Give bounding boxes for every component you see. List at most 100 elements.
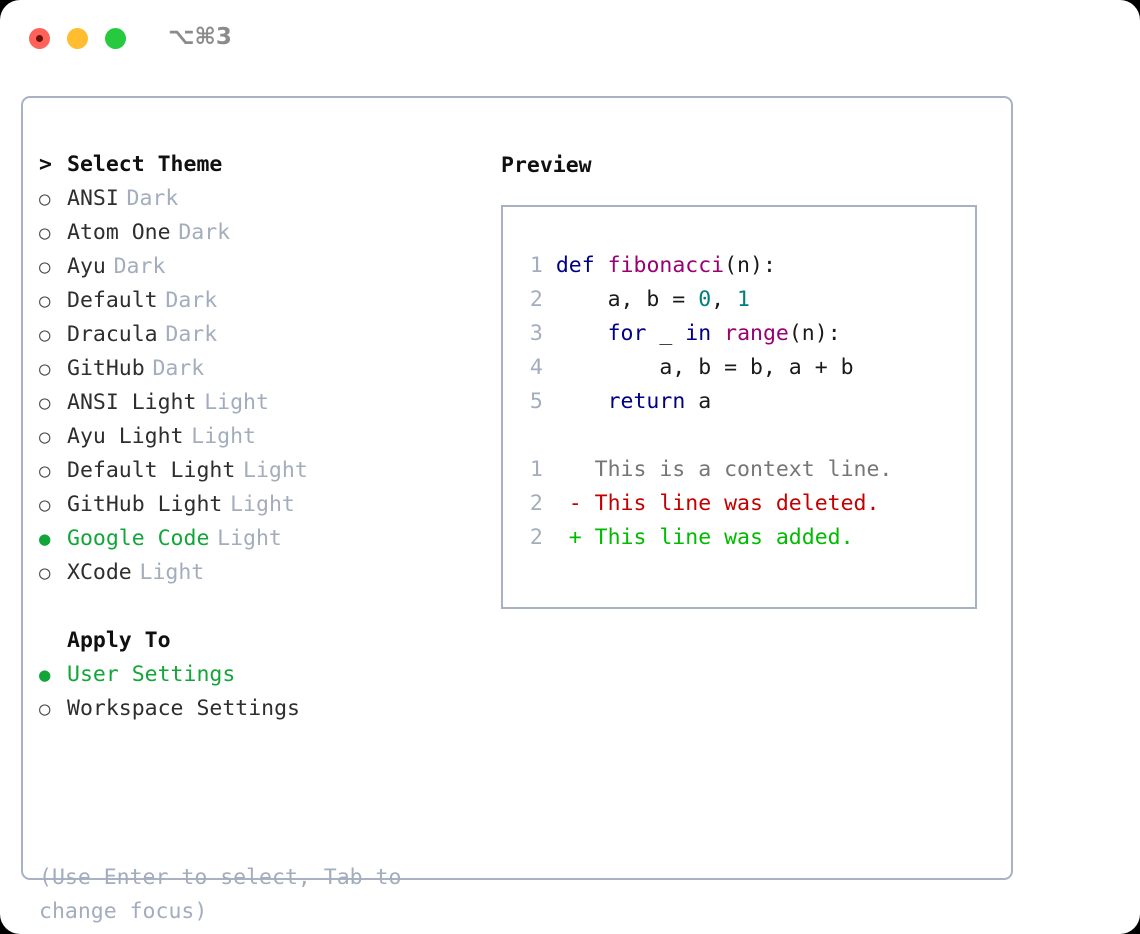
radio-empty-icon: ○ xyxy=(39,256,51,278)
code-token-kw: def xyxy=(555,253,595,278)
code-token-num: 1 xyxy=(737,287,750,312)
code-token-pl xyxy=(711,321,724,346)
theme-option-github-light[interactable]: ○ GitHub Light Light xyxy=(39,492,489,526)
theme-selector-header: > Select Theme xyxy=(39,152,489,186)
code-token-kw: for xyxy=(607,321,647,346)
diff-line: 2 - This line was deleted. xyxy=(517,487,892,521)
code-line-text: for _ in range(n): xyxy=(543,317,841,351)
code-token-pl xyxy=(595,253,608,278)
radio-empty-icon: ○ xyxy=(39,460,51,482)
line-number: 1 xyxy=(529,457,543,482)
code-token-fn: fibonacci xyxy=(607,253,725,278)
radio-empty-icon: ○ xyxy=(39,188,51,210)
list-spacer xyxy=(39,594,489,628)
radio-empty-icon: ○ xyxy=(39,562,51,584)
minimize-window-button[interactable] xyxy=(67,28,88,49)
keyboard-shortcut-label: ⌥⌘3 xyxy=(168,24,232,50)
code-token-kw: return xyxy=(607,389,686,414)
apply-to-option-label: Workspace Settings xyxy=(67,696,300,721)
code-line-text: a, b = b, a + b xyxy=(543,351,854,385)
code-token-pl: a xyxy=(685,389,712,414)
theme-option-tag: Dark xyxy=(113,254,166,279)
code-token-pl xyxy=(556,321,608,346)
theme-option-tag: Light xyxy=(191,424,256,449)
code-line: 4 a, b = b, a + b xyxy=(517,351,892,385)
radio-empty-icon: ○ xyxy=(39,698,51,720)
theme-option-label: GitHub xyxy=(67,356,145,381)
close-icon xyxy=(36,35,43,42)
line-number: 4 xyxy=(529,355,543,380)
code-token-fn: range xyxy=(724,321,789,346)
theme-option-tag: Light xyxy=(139,560,205,585)
page-title: Select Theme xyxy=(67,152,223,177)
theme-option-ansi[interactable]: ○ ANSI Dark xyxy=(39,186,489,220)
theme-option-default-light[interactable]: ○ Default Light Light xyxy=(39,458,489,492)
code-token-pl: a, b = b, a + b xyxy=(555,355,854,380)
theme-option-label: ANSI xyxy=(67,186,119,211)
code-line: 3 for _ in range(n): xyxy=(517,317,892,351)
line-number: 2 xyxy=(529,287,543,312)
theme-option-label: Ayu Light xyxy=(67,424,184,449)
radio-empty-icon: ○ xyxy=(39,494,51,516)
theme-option-tag: Light xyxy=(230,492,295,517)
apply-to-list: ●User Settings○ Workspace Settings xyxy=(39,662,489,730)
theme-option-tag: Dark xyxy=(126,186,179,211)
title-bar: ⌥⌘3 xyxy=(0,0,1140,76)
code-token-pl xyxy=(556,389,608,414)
preview-column: Preview xyxy=(501,152,1001,186)
code-line-text: def fibonacci(n): xyxy=(543,249,776,283)
line-number: 3 xyxy=(529,321,543,346)
line-number: 5 xyxy=(529,389,543,414)
code-line-text: a, b = 0, 1 xyxy=(543,283,750,317)
code-line-text: return a xyxy=(543,385,712,419)
theme-option-ayu[interactable]: ○ Ayu Dark xyxy=(39,254,489,288)
code-token-pl: _ xyxy=(646,321,686,346)
keyboard-hint: (Use Enter to select, Tab to change focu… xyxy=(39,865,402,924)
theme-option-label: Ayu xyxy=(67,254,106,279)
apply-to-header: ○ Apply To xyxy=(39,628,489,662)
apply-to-option-workspace-settings[interactable]: ○ Workspace Settings xyxy=(39,696,489,730)
theme-option-label: GitHub Light xyxy=(67,492,223,517)
line-number: 2 xyxy=(529,491,543,516)
apply-to-option-user-settings[interactable]: ●User Settings xyxy=(39,662,489,696)
theme-option-tag: Light xyxy=(204,390,269,415)
code-token-kw: in xyxy=(685,321,712,346)
diff-line-text: + This line was added. xyxy=(555,525,854,550)
diff-line: 2 + This line was added. xyxy=(517,521,892,555)
radio-empty-icon: ○ xyxy=(39,222,51,244)
theme-option-ayu-light[interactable]: ○ Ayu Light Light xyxy=(39,424,489,458)
code-token-num: 0 xyxy=(698,287,712,312)
code-token-pl: , xyxy=(711,287,738,312)
preview-title: Preview xyxy=(501,153,592,178)
theme-option-ansi-light[interactable]: ○ ANSI Light Light xyxy=(39,390,489,424)
preview-gap xyxy=(517,419,892,453)
theme-option-tag: Dark xyxy=(165,288,218,313)
theme-option-label: Default xyxy=(67,288,158,313)
theme-option-tag: Light xyxy=(243,458,308,483)
caret-icon: > xyxy=(39,152,52,177)
apply-to-label: Apply To xyxy=(67,628,171,653)
theme-option-tag: Dark xyxy=(178,220,231,245)
radio-empty-icon: ○ xyxy=(39,426,51,448)
theme-option-label: ANSI Light xyxy=(67,390,197,415)
maximize-window-button[interactable] xyxy=(105,28,126,49)
theme-option-label: Google Code xyxy=(67,526,210,551)
code-line: 5 return a xyxy=(517,385,892,419)
code-token-pl: (n): xyxy=(788,321,841,346)
radio-empty-icon: ○ xyxy=(39,392,51,414)
diff-line: 1 This is a context line. xyxy=(517,453,892,487)
radio-filled-icon: ● xyxy=(39,664,51,686)
radio-filled-icon: ● xyxy=(39,528,51,550)
theme-option-label: Default Light xyxy=(67,458,236,483)
